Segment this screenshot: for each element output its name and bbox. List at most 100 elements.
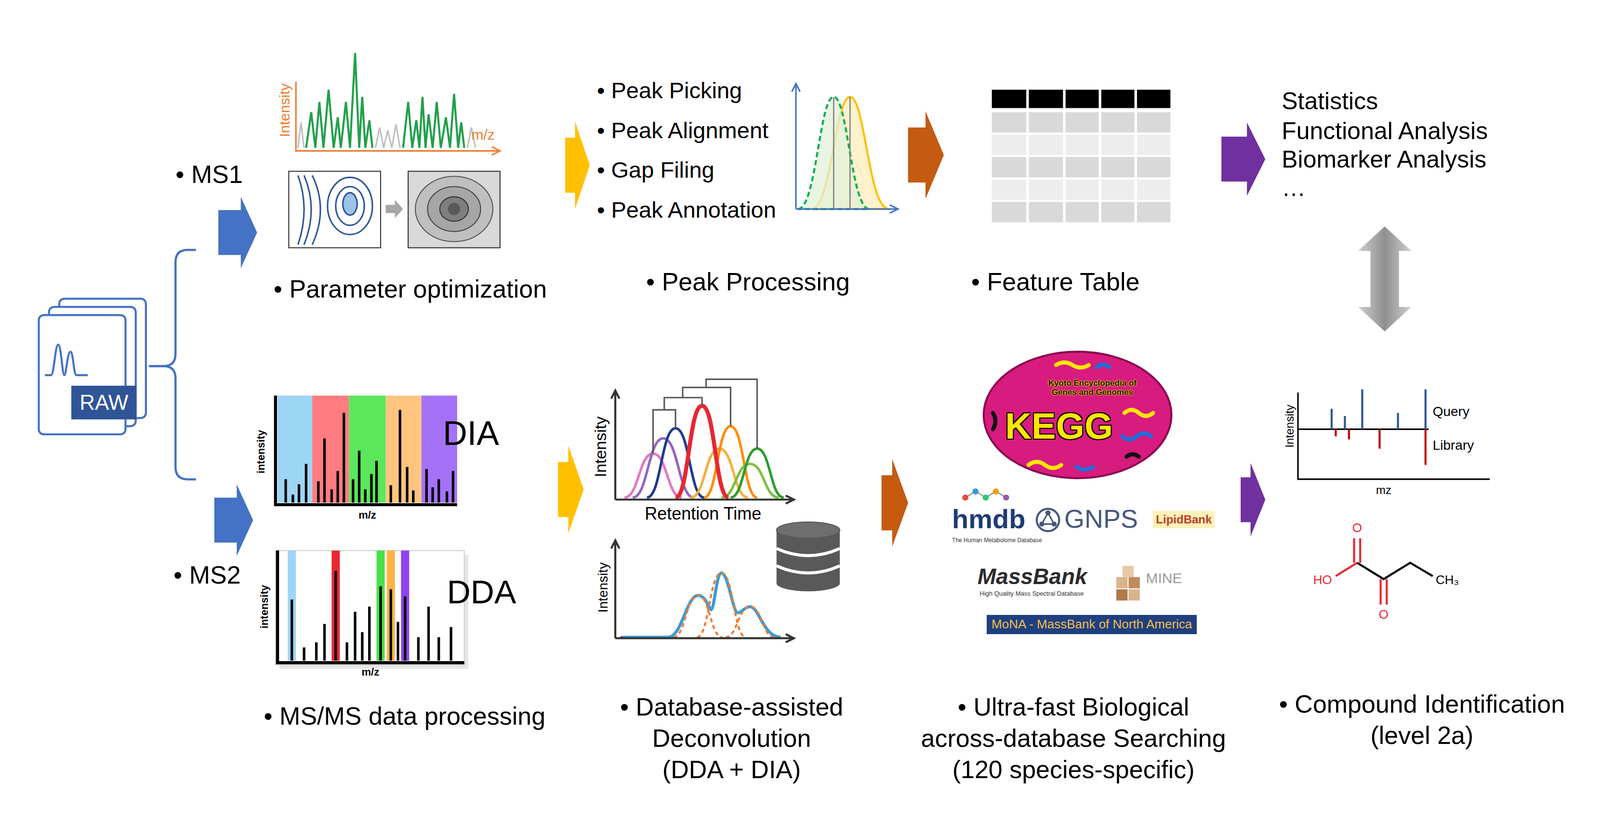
legend-text: Library [1432, 437, 1475, 454]
table-row [991, 179, 1171, 200]
atom-label: CH₃ [1435, 573, 1459, 588]
caption: • Compound Identification (level 2a) [1265, 688, 1579, 752]
word: Spectral [1031, 590, 1056, 598]
table-grid [1027, 89, 1137, 223]
word: America [1146, 617, 1192, 632]
word: Database [1017, 537, 1043, 544]
database-icon [776, 522, 840, 539]
contour-ring [415, 176, 493, 242]
word: Intensity [276, 83, 293, 138]
hmdb-icon [982, 494, 990, 502]
word: • Peak [646, 267, 719, 296]
flow-arrow [148, 197, 257, 367]
output-list: StatisticsFunctional AnalysisBiomarker A… [1265, 81, 1510, 227]
block-arrow [565, 121, 590, 210]
word: Statistics [1281, 87, 1378, 115]
axis [611, 390, 794, 504]
flow-arrow [557, 446, 584, 534]
word: Kyoto [1048, 378, 1072, 388]
mine-icon [1122, 566, 1134, 578]
dendrogram [653, 379, 758, 455]
axis-label: Intensity [276, 83, 294, 138]
word: Biomarker [1281, 145, 1392, 173]
word: optimization [413, 275, 547, 304]
word: • MS/MS [263, 702, 362, 731]
word: Deconvolution [652, 724, 812, 753]
mine-icon [1116, 589, 1128, 601]
stage-panel: • Parameter optimization [257, 45, 566, 312]
axis [1297, 392, 1490, 480]
chromatogram [675, 406, 729, 499]
word: Analysis [1398, 117, 1488, 145]
word: • Database-assisted [620, 693, 844, 722]
word: (120 species-specific) [952, 755, 1195, 784]
flow-arrow [565, 121, 590, 210]
logo-text: hmdb [952, 503, 1026, 535]
word: Annotation [667, 197, 777, 223]
block-arrow [557, 446, 584, 534]
word: Genomes [1095, 387, 1133, 397]
axis-label: intensity [258, 585, 271, 629]
block-arrow [218, 197, 258, 269]
bracket-line [148, 366, 196, 480]
peak-curve [797, 96, 870, 210]
file-spectrum [44, 344, 88, 376]
legend-text: Query [1432, 404, 1470, 420]
hmdb-icon [972, 488, 979, 495]
logo-text: MassBank [977, 564, 1088, 590]
list-item: • Gap Filing [596, 157, 715, 184]
flow-arrow [1221, 122, 1266, 197]
word: Processing [726, 267, 850, 296]
block-arrow [214, 484, 254, 556]
logo-text: GNPS [1064, 503, 1138, 534]
logo-subtitle: High Quality Mass Spectral Database [979, 590, 1084, 598]
branch-label: • MS2 [173, 561, 241, 591]
list-item: • Peak Picking [596, 77, 742, 104]
word: Intensity [591, 416, 610, 478]
word: across-database [921, 724, 1107, 753]
word: Filing [660, 157, 715, 183]
logo-text: MINE [1145, 570, 1182, 588]
word: intensity [258, 585, 271, 629]
axis-label: mz [1375, 483, 1392, 498]
atom-label: HO [1313, 573, 1333, 588]
list-item: Statistics [1281, 87, 1378, 116]
word: mz [1375, 483, 1392, 497]
table-row [991, 201, 1171, 223]
word: (level 2a) [1370, 721, 1474, 750]
table-row [991, 112, 1171, 133]
word: Encyclopedia [1073, 378, 1127, 388]
query-peaks [1331, 389, 1426, 430]
word: Intensity [595, 562, 611, 613]
list-item: • Peak Annotation [596, 197, 777, 224]
word: Genes [1051, 387, 1077, 397]
file-badge: RAW [71, 385, 137, 421]
word: North [1112, 617, 1144, 632]
word: DDA [447, 573, 517, 611]
flow-arrow [881, 459, 909, 547]
word: and [1078, 387, 1094, 397]
word: Metabolome [983, 537, 1016, 544]
axis [611, 540, 794, 643]
word: LipidBank [1155, 513, 1212, 527]
word: • Peak [596, 77, 663, 104]
word: of [1098, 617, 1110, 632]
word: O [1352, 520, 1362, 536]
word: m/z [361, 666, 380, 679]
chemical-bond [1357, 563, 1433, 580]
axis-label: Retention Time [644, 503, 762, 524]
branch-label: • MS1 [175, 160, 243, 190]
hmdb-icon [962, 494, 969, 502]
axis-label: Intensity [595, 562, 611, 613]
word: Database [1057, 590, 1085, 598]
mine-icon [1128, 589, 1140, 601]
library-peaks [1335, 429, 1426, 465]
word: Query [1432, 404, 1470, 420]
word: Retention [644, 503, 719, 524]
word: Functional [1281, 117, 1393, 145]
word: HO [1313, 572, 1333, 588]
caption: • Feature Table [967, 266, 1213, 298]
word: CH₃ [1435, 572, 1459, 588]
axis [275, 396, 458, 506]
word: Identification [1424, 690, 1565, 719]
